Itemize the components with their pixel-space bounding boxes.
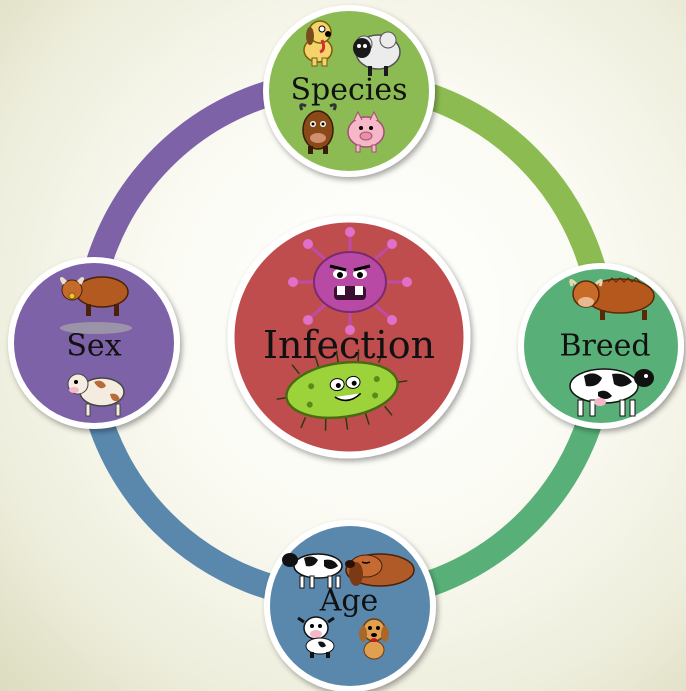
age-label: Age: [320, 584, 379, 619]
sex-label: Sex: [66, 329, 121, 364]
center-label: Infection: [263, 323, 435, 367]
species-label: Species: [290, 73, 407, 108]
sleeping-dog-icon: [345, 554, 414, 586]
virus-icon: [288, 227, 412, 335]
breed-label: Breed: [559, 329, 650, 364]
